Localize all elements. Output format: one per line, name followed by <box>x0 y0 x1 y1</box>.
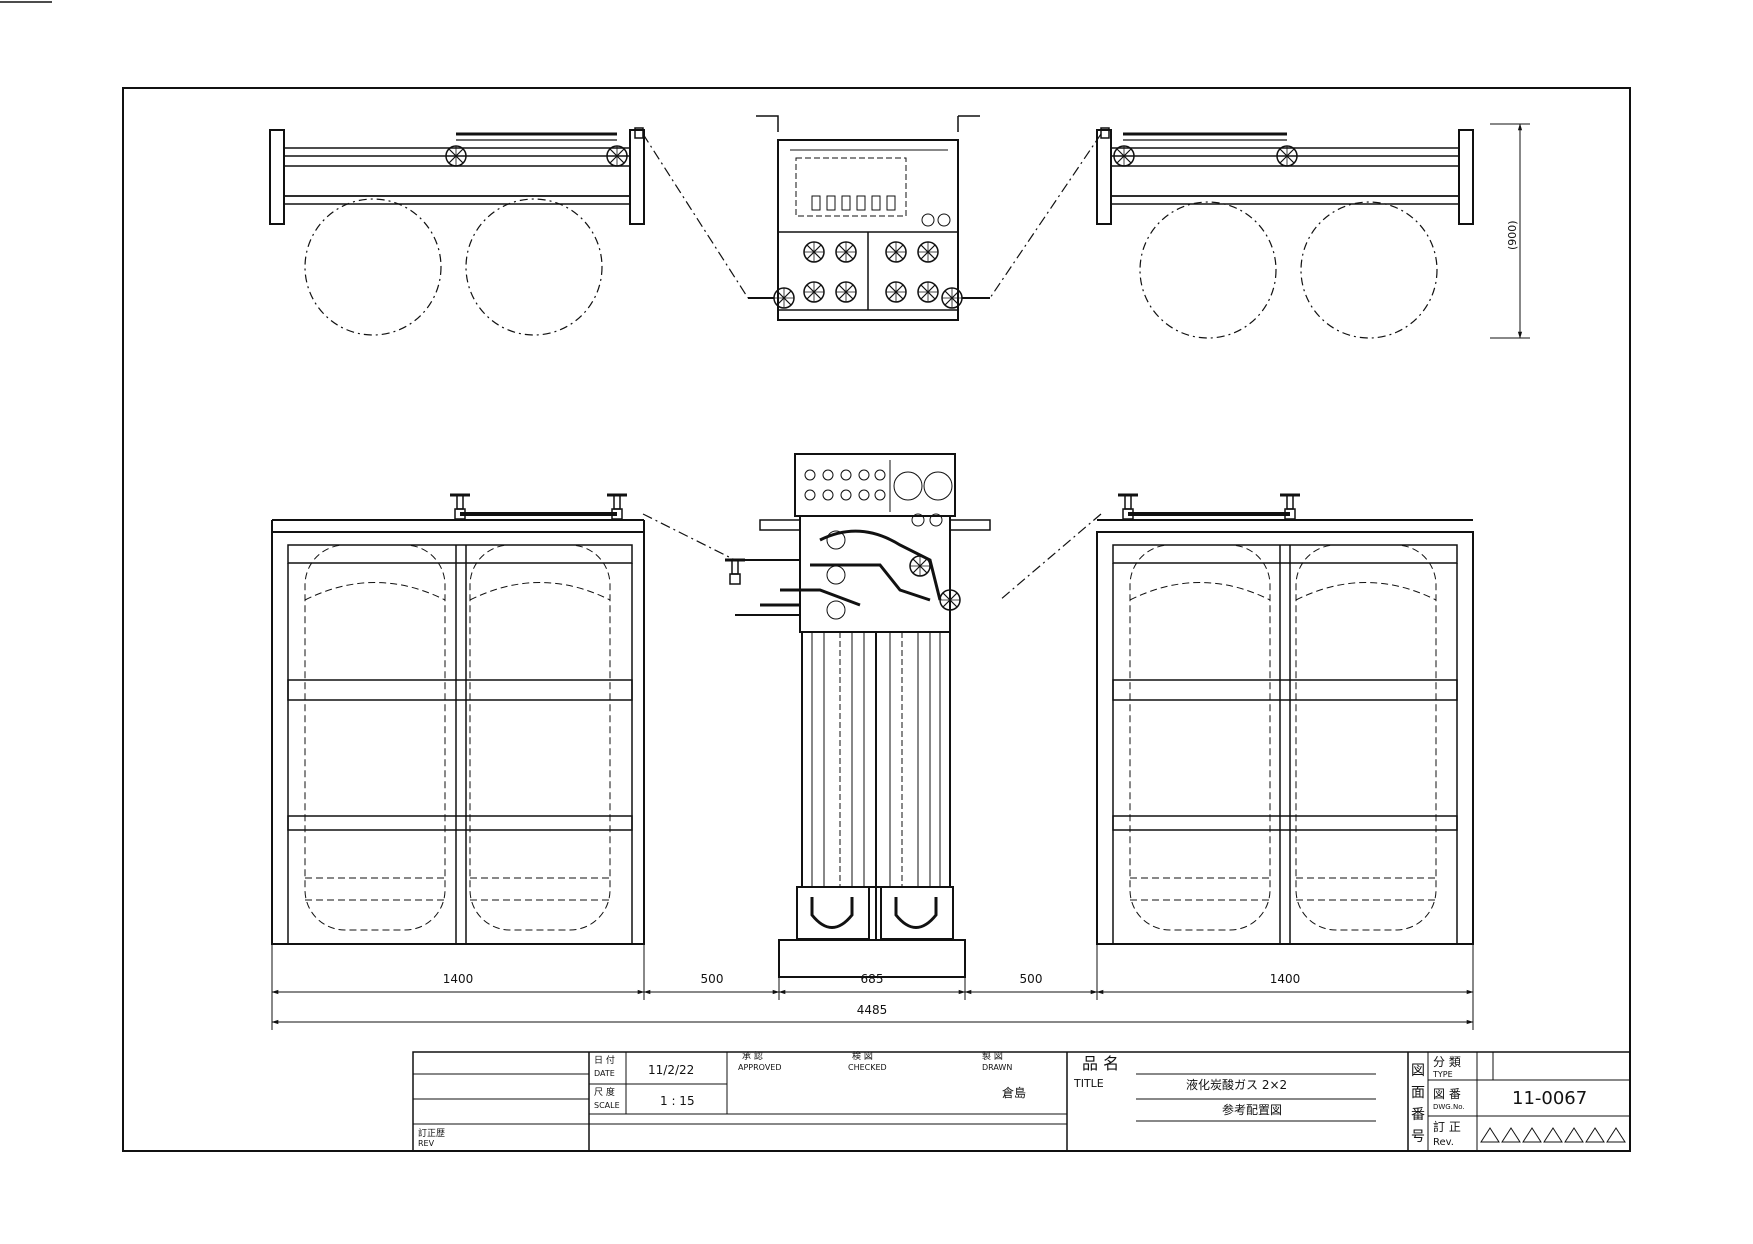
title-block-lines <box>412 1051 1631 1152</box>
date-label-jp: 日 付 <box>594 1056 615 1066</box>
rev-en: Rev. <box>1433 1137 1454 1148</box>
scale-value: 1 : 15 <box>660 1094 695 1108</box>
dim-manifold: 685 <box>861 972 884 986</box>
front-view <box>271 453 1474 1030</box>
dwg-no-en: DWG.No. <box>1433 1103 1465 1111</box>
front-right-rack <box>1096 493 1474 945</box>
scale-label-jp: 尺 度 <box>594 1088 615 1098</box>
approved-jp: 承 認 <box>742 1052 763 1062</box>
top-right-rack <box>1096 127 1474 339</box>
dim-left-bank: 1400 <box>443 972 474 986</box>
date-label-en: DATE <box>594 1069 615 1078</box>
rev-history-en: REV <box>418 1139 435 1148</box>
type-en: TYPE <box>1433 1070 1453 1079</box>
drawn-by: 倉島 <box>1002 1086 1027 1100</box>
dim-right-bank: 1400 <box>1270 972 1301 986</box>
checked-en: CHECKED <box>848 1063 887 1072</box>
title-line2: 参考配置図 <box>1222 1103 1283 1117</box>
dim-overall: 4485 <box>857 1003 888 1017</box>
name-jp: 品 名 <box>1082 1054 1120 1073</box>
front-manifold <box>723 453 991 978</box>
title-en: TITLE <box>1074 1077 1104 1090</box>
date-value: 11/2/22 <box>648 1063 695 1077</box>
rev-history-jp: 訂正歴 <box>418 1129 446 1139</box>
dim-gap-left: 500 <box>701 972 724 986</box>
front-left-rack <box>271 493 645 945</box>
dim-gap-right: 500 <box>1020 972 1043 986</box>
top-view <box>269 115 1530 339</box>
drawn-jp: 製 図 <box>982 1052 1003 1062</box>
drawing-number-vertical: 図面番号 <box>1411 1063 1425 1145</box>
dwg-no-value: 11-0067 <box>1512 1088 1588 1109</box>
top-manifold <box>748 115 990 321</box>
rev-jp: 訂 正 <box>1433 1120 1461 1134</box>
type-jp: 分 類 <box>1433 1055 1461 1069</box>
dim-top-height: (900) <box>1506 220 1519 250</box>
dwg-no-jp: 図 番 <box>1433 1087 1461 1101</box>
scale-label-en: SCALE <box>594 1101 620 1110</box>
approved-en: APPROVED <box>738 1063 782 1072</box>
checked-jp: 検 図 <box>852 1052 873 1062</box>
title-line1: 液化炭酸ガス 2×2 <box>1186 1078 1288 1092</box>
top-left-rack <box>269 127 645 336</box>
drawn-en: DRAWN <box>982 1063 1013 1072</box>
